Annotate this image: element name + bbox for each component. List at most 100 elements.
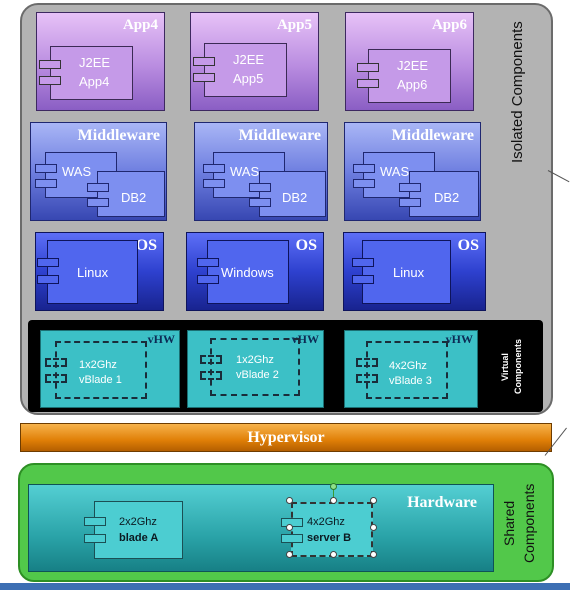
component-tab-icon: [193, 73, 215, 82]
component-label: server B: [307, 532, 352, 544]
vhw-title: vHW: [147, 332, 175, 346]
resize-handle[interactable]: [370, 551, 377, 558]
app-box-app6: App6 J2EE App6: [345, 12, 474, 111]
isolated-components-label: Isolated Components: [509, 21, 526, 163]
component-label: 1x2Ghz: [79, 359, 117, 371]
vhw-box-2: vHW 1x2Ghz vBlade 2: [187, 330, 324, 408]
bottom-bar: [0, 583, 570, 590]
component-label: 4x2Ghz: [307, 516, 345, 528]
app-title: App4: [122, 17, 158, 33]
vhw-title: vHW: [445, 332, 473, 346]
middleware-title: Middleware: [77, 127, 160, 144]
component-tab-icon: [203, 164, 225, 173]
component-tab-icon: [39, 76, 61, 85]
middleware-box-3: Middleware WAS DB2: [344, 122, 481, 221]
component-tab-icon: [353, 164, 375, 173]
os-component: Windows: [197, 240, 289, 304]
component-tab-icon: [356, 358, 378, 367]
component-label: DB2: [121, 190, 147, 205]
component-label: vBlade 1: [79, 374, 122, 386]
rotate-handle[interactable]: [330, 483, 337, 490]
shared-components-label: Shared Components: [501, 483, 537, 563]
rotate-handle-line: [333, 488, 334, 500]
component-tab-icon: [84, 517, 106, 526]
os-component: Linux: [37, 240, 138, 304]
component-label: Windows: [221, 265, 274, 280]
resize-handle[interactable]: [286, 524, 293, 531]
db2-component: DB2: [87, 171, 165, 217]
vblade-component: 1x2Ghz vBlade 1: [45, 341, 147, 399]
middleware-title: Middleware: [391, 127, 474, 144]
component-label: WAS: [230, 164, 260, 179]
component-tab-icon: [249, 198, 271, 207]
blade-a-component: 2x2Ghz blade A: [84, 501, 183, 559]
j2ee-component: J2EE App4: [39, 46, 133, 100]
component-tab-icon: [203, 179, 225, 188]
component-label: Linux: [393, 265, 425, 280]
component-label: 2x2Ghz: [119, 516, 157, 528]
component-label: blade A: [119, 532, 159, 544]
component-label: App6: [397, 77, 428, 92]
component-label: vBlade 3: [389, 375, 432, 387]
middleware-box-1: Middleware WAS DB2: [30, 122, 167, 221]
hypervisor-bar: Hypervisor: [20, 423, 552, 452]
component-tab-icon: [399, 183, 421, 192]
component-label: vBlade 2: [236, 369, 279, 381]
component-tab-icon: [84, 534, 106, 543]
component-tab-icon: [200, 355, 222, 364]
os-box-windows: OS Windows: [186, 232, 324, 311]
resize-handle[interactable]: [330, 551, 337, 558]
was-component: WAS: [35, 152, 117, 198]
resize-handle[interactable]: [370, 524, 377, 531]
component-tab-icon: [281, 534, 303, 543]
app-box-app4: App4 J2EE App4: [36, 12, 165, 111]
component-label: 4x2Ghz: [389, 360, 427, 372]
component-tab-icon: [37, 275, 59, 284]
component-label: DB2: [434, 190, 460, 205]
component-tab-icon: [352, 258, 374, 267]
resize-handle[interactable]: [286, 551, 293, 558]
component-label: WAS: [62, 164, 92, 179]
component-label: App4: [79, 74, 110, 89]
component-tab-icon: [399, 198, 421, 207]
component-tab-icon: [357, 79, 379, 88]
os-box-linux: OS Linux: [343, 232, 486, 311]
component-label: J2EE: [79, 55, 111, 70]
component-tab-icon: [35, 179, 57, 188]
component-label: J2EE: [233, 52, 265, 67]
component-tab-icon: [87, 183, 109, 192]
middleware-title: Middleware: [238, 127, 321, 144]
virtual-components-label: Virtual Components: [500, 339, 523, 395]
component-tab-icon: [197, 275, 219, 284]
component-tab-icon: [37, 258, 59, 267]
component-label: Linux: [77, 265, 109, 280]
component-tab-icon: [357, 63, 379, 72]
component-tab-icon: [353, 179, 375, 188]
hardware-title: Hardware: [407, 494, 477, 511]
os-box-linux: OS Linux: [35, 232, 164, 311]
middleware-box-2: Middleware WAS DB2: [194, 122, 328, 221]
db2-component: DB2: [249, 171, 326, 217]
component-label: App5: [233, 71, 264, 86]
os-component: Linux: [352, 240, 451, 304]
vhw-box-1: vHW 1x2Ghz vBlade 1: [40, 330, 180, 408]
vhw-box-3: vHW 4x2Ghz vBlade 3: [344, 330, 478, 408]
server-b-component[interactable]: 4x2Ghz server B: [281, 502, 373, 557]
resize-handle[interactable]: [370, 497, 377, 504]
j2ee-component: J2EE App6: [357, 49, 451, 103]
hardware-box: Hardware 2x2Ghz blade A 4x2Ghz server B: [28, 484, 494, 572]
component-tab-icon: [39, 60, 61, 69]
resize-handle[interactable]: [286, 497, 293, 504]
component-tab-icon: [87, 198, 109, 207]
component-tab-icon: [356, 374, 378, 383]
os-title: OS: [295, 237, 317, 254]
hypervisor-label: Hypervisor: [247, 429, 325, 446]
vblade-component: 4x2Ghz vBlade 3: [356, 341, 448, 399]
component-label: DB2: [282, 190, 308, 205]
resize-handle[interactable]: [330, 497, 337, 504]
component-tab-icon: [200, 371, 222, 380]
j2ee-component: J2EE App5: [193, 43, 287, 97]
app-title: App6: [431, 17, 467, 33]
vblade-component: 1x2Ghz vBlade 2: [200, 338, 300, 396]
component-tab-icon: [45, 358, 67, 367]
